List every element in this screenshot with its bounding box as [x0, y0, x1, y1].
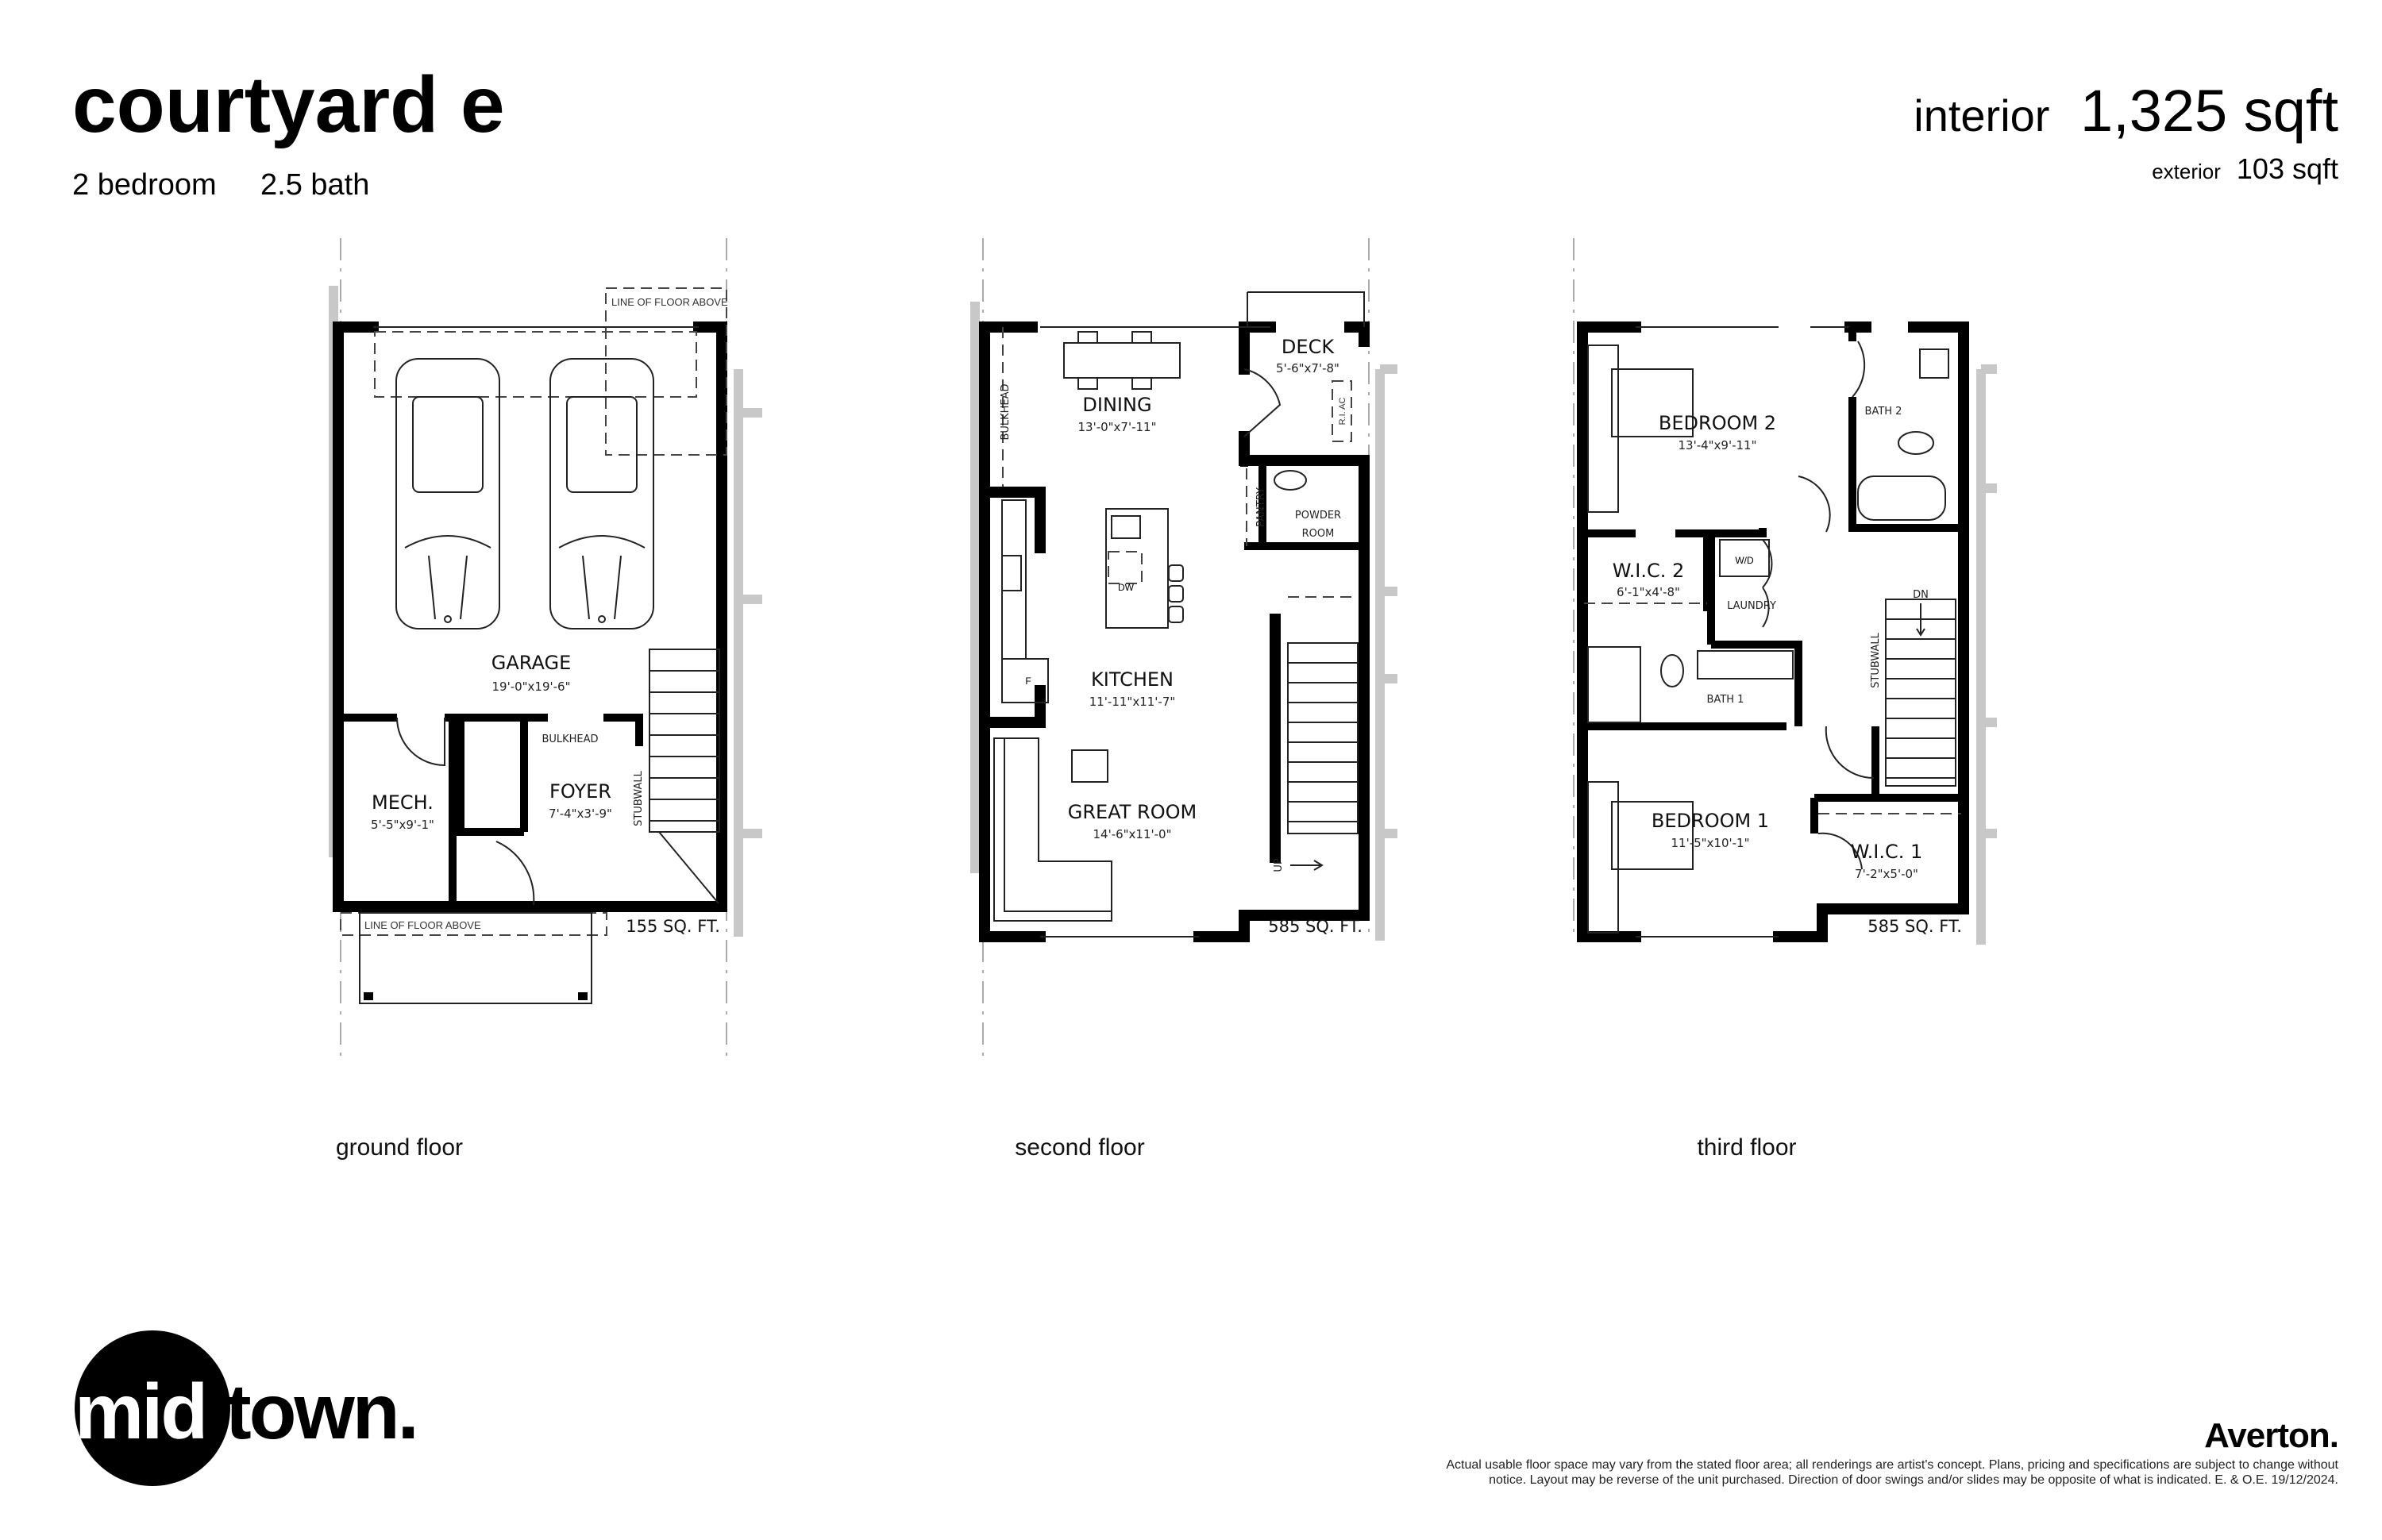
pantry-label: PANTRY [1255, 487, 1267, 527]
room-dims-wic-1: 7'-2"x5'-0" [1855, 867, 1918, 881]
disclaimer-line-1: Actual usable floor space may vary from … [1446, 1458, 2338, 1472]
room-dims-mech: 5'-5"x9'-1" [371, 818, 434, 832]
logo-town: town. [225, 1368, 417, 1455]
bed-icon [1611, 801, 1694, 870]
room-dims-dining: 13'-0"x7'-11" [1077, 420, 1156, 434]
room-dims-great-room: 14'-6"x11'-0" [1093, 827, 1171, 841]
room-label-mech: MECH. [372, 791, 434, 814]
room-label-wic-2: W.I.C. 2 [1613, 560, 1685, 582]
line-of-floor-above-bottom: LINE OF FLOOR ABOVE [364, 919, 481, 931]
stove-icon [1001, 555, 1022, 591]
bathtub-icon [1857, 475, 1946, 521]
exterior-value: 103 sqft [2237, 152, 2338, 185]
fridge [1001, 658, 1049, 703]
bedroom-count: 2 bedroom [72, 168, 217, 202]
sink-icon [1111, 515, 1141, 539]
room-label-wic-1: W.I.C. 1 [1851, 841, 1923, 863]
down-label: DN [1913, 589, 1929, 601]
toilet-icon [1660, 654, 1684, 687]
room-label-deck: DECK [1282, 336, 1335, 358]
car-icon [395, 358, 500, 629]
ground-floor-label: ground floor [336, 1134, 463, 1161]
disclaimer-line-2: notice. Layout may be reverse of the uni… [1489, 1473, 2338, 1487]
bath-count: 2.5 bath [260, 168, 369, 202]
stairs [1871, 599, 1956, 794]
powder-room-label-2: ROOM [1302, 528, 1335, 540]
ri-ac-label: R.I. AC [1338, 398, 1347, 425]
fridge-label: F [1025, 676, 1031, 687]
stairs [1287, 596, 1359, 871]
bath-2-label: BATH 2 [1865, 406, 1902, 418]
plan-title: courtyard e [72, 60, 505, 149]
sink-icon [1919, 348, 1949, 379]
room-dims-kitchen: 11'-11"x11'-7" [1089, 695, 1176, 709]
room-label-dining: DINING [1082, 394, 1151, 416]
line-of-floor-above-top: LINE OF FLOOR ABOVE [611, 296, 728, 308]
room-label-kitchen: KITCHEN [1091, 668, 1174, 691]
porch [359, 912, 592, 1004]
powder-room-label-1: POWDER [1295, 510, 1341, 522]
chair [1071, 749, 1108, 783]
bed-icon [1611, 368, 1694, 437]
third-floor-area: 585 SQ. FT. [1867, 917, 1962, 936]
kitchen-counter [1001, 499, 1027, 660]
washer-dryer [1719, 539, 1770, 577]
exterior-label: exterior [2152, 160, 2221, 183]
room-dims-foyer: 7'-4"x3'-9" [549, 807, 612, 821]
dishwasher-label: DW [1118, 582, 1135, 593]
bulkhead-label: BULKHEAD [542, 733, 598, 745]
sofa [993, 737, 1112, 922]
room-dims-garage: 19'-0"x19'-6" [491, 680, 570, 694]
stubwall-label: STUBWALL [633, 770, 645, 826]
toilet-icon [1274, 470, 1307, 491]
logo-mid: mid [75, 1368, 206, 1455]
dining-table [1063, 331, 1181, 390]
room-label-bedroom-2: BEDROOM 2 [1659, 412, 1776, 434]
room-dims-wic-2: 6'-1"x4'-8" [1617, 585, 1680, 599]
room-dims-bedroom-2: 13'-4"x9'-11" [1678, 438, 1756, 452]
ground-floor-area: 155 SQ. FT. [626, 917, 720, 936]
up-label: UP [1273, 858, 1285, 872]
kitchen-island [1105, 508, 1169, 629]
stairs [649, 649, 720, 904]
third-floor-label: third floor [1697, 1134, 1796, 1161]
ground-floor-plan: LINE OF FLOOR ABOVE GARAGE 19'-0"x19'-6"… [329, 238, 762, 1161]
second-floor-area: 585 SQ. FT. [1268, 917, 1363, 936]
vanity [1697, 650, 1794, 680]
bath-1-label: BATH 1 [1707, 694, 1744, 706]
room-label-great-room: GREAT ROOM [1068, 801, 1197, 823]
interior-value: 1,325 sqft [2080, 78, 2338, 144]
room-dims-deck: 5'-6"x7'-8" [1276, 361, 1339, 375]
second-floor-label: second floor [1015, 1134, 1144, 1161]
car-icon [549, 358, 654, 629]
averton-logo: Averton. [2204, 1416, 2338, 1455]
room-label-bedroom-1: BEDROOM 1 [1652, 810, 1769, 832]
washer-dryer-label: W/D [1735, 555, 1754, 566]
room-dims-bedroom-1: 11'-5"x10'-1" [1671, 836, 1749, 850]
interior-label: interior [1914, 90, 2049, 141]
third-floor-plan: BEDROOM 2 13'-4"x9'-11" BATH 2 W.I.C. 2 … [1573, 238, 1997, 1161]
toilet-icon [1898, 431, 1934, 455]
shower-icon [1587, 646, 1641, 723]
stubwall-label: STUBWALL [1870, 632, 1882, 687]
room-label-foyer: FOYER [549, 780, 611, 803]
bulkhead-label: BULKHEAD [1000, 383, 1012, 440]
interior-area: interior 1,325 sqft [1914, 78, 2338, 144]
midtown-logo: mid town. [75, 1330, 419, 1486]
second-floor-plan: DECK 5'-6"x7'-8" R.I. AC BULKHEAD DINING… [970, 238, 1397, 1161]
exterior-area: exterior 103 sqft [2152, 152, 2338, 185]
room-label-garage: GARAGE [491, 652, 571, 674]
ri-ac-unit [1332, 380, 1352, 442]
laundry-label: LAUNDRY [1727, 600, 1776, 612]
